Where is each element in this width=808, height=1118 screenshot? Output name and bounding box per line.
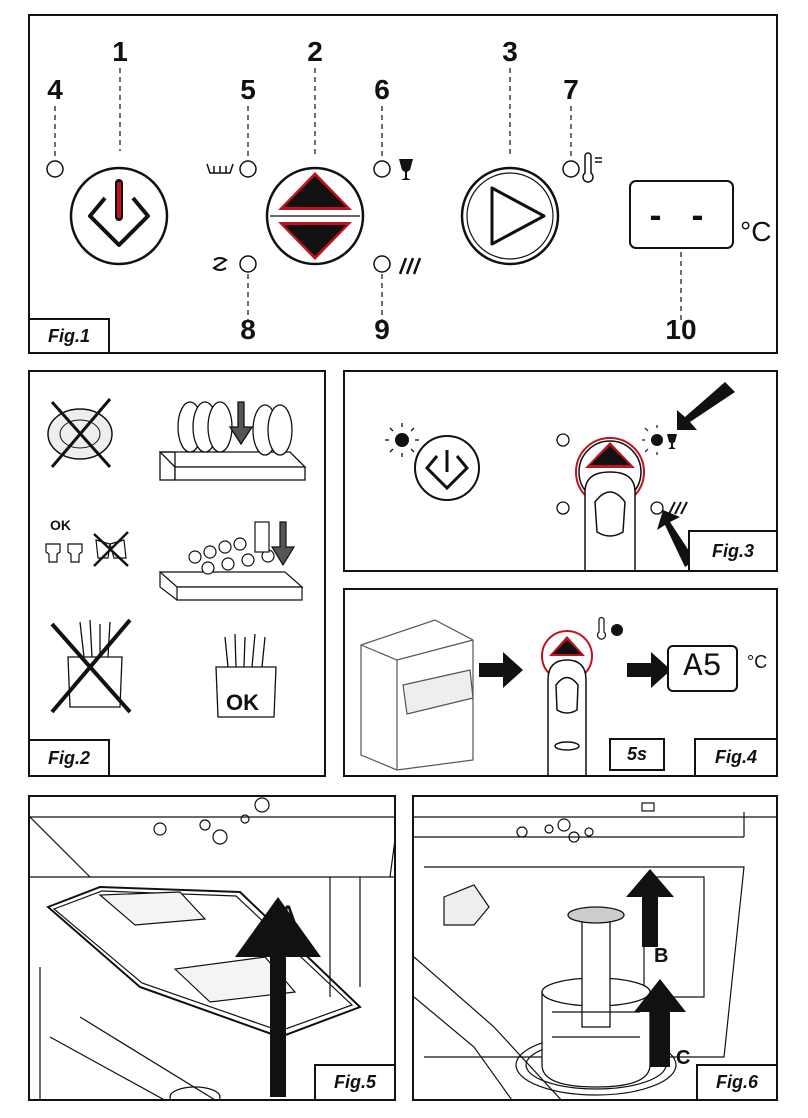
led-8 bbox=[239, 255, 257, 273]
callout-4: 4 bbox=[47, 74, 63, 105]
power-button-small bbox=[414, 435, 480, 501]
ok-glasses-label: OK bbox=[50, 517, 71, 533]
cycle-icon bbox=[212, 257, 228, 271]
arrow-c bbox=[634, 979, 686, 1067]
lit-led-glass-icon bbox=[642, 425, 677, 455]
fig3-drawing bbox=[385, 382, 735, 570]
fig5-remove-filter: A Fig.5 bbox=[28, 795, 396, 1101]
fig4-drawing bbox=[360, 616, 738, 775]
duration-tag: 5s bbox=[609, 738, 665, 771]
arrow-bottom bbox=[657, 510, 695, 567]
led-9 bbox=[373, 255, 391, 273]
display-readout: - - bbox=[649, 194, 714, 235]
dishwasher-icon bbox=[360, 619, 474, 771]
callout-5: 5 bbox=[240, 74, 256, 105]
lit-led-icon bbox=[385, 423, 419, 457]
heat-waves-icon bbox=[398, 257, 422, 275]
heat-waves-icon bbox=[668, 501, 688, 515]
crossed-cutlery-icon bbox=[50, 618, 132, 714]
crossed-plate-icon bbox=[47, 398, 113, 468]
fig4-tag: Fig.4 bbox=[694, 738, 776, 775]
ok-cutlery-icon bbox=[215, 633, 277, 718]
callout-8: 8 bbox=[240, 314, 256, 345]
start-button[interactable] bbox=[460, 166, 560, 266]
power-button[interactable] bbox=[69, 166, 169, 266]
fig2-loading-rules: OK OK Fig.2 bbox=[28, 370, 326, 777]
led-4 bbox=[46, 160, 64, 178]
rack-icon bbox=[206, 163, 234, 174]
fig5-tag: Fig.5 bbox=[314, 1064, 394, 1099]
up-down-button[interactable] bbox=[265, 166, 365, 266]
arrow-c-label: C bbox=[676, 1047, 691, 1069]
fig6-drawing bbox=[414, 802, 776, 1099]
callout-6: 6 bbox=[374, 74, 390, 105]
overflow-pipe-icon bbox=[541, 906, 651, 1088]
unit-label-small: °C bbox=[747, 652, 768, 672]
fig4-temperature-check: A5 °C 5s Fig.4 bbox=[343, 588, 778, 777]
glass-icon bbox=[399, 159, 413, 180]
thermometer-icon bbox=[582, 152, 602, 183]
plate-rack-icon bbox=[158, 401, 307, 481]
thermometer-led-icon bbox=[596, 616, 623, 640]
fig3-tag: Fig.3 bbox=[688, 530, 776, 570]
fig5-drawing bbox=[30, 797, 394, 1099]
temperature-display-small bbox=[667, 645, 738, 692]
arrow-1 bbox=[479, 652, 523, 688]
arrow-top bbox=[677, 382, 735, 430]
callout-10: 10 bbox=[665, 314, 697, 345]
fig2-tag: Fig.2 bbox=[30, 739, 110, 775]
callout-2: 2 bbox=[307, 36, 323, 67]
led-7 bbox=[562, 160, 580, 178]
callout-3: 3 bbox=[502, 36, 518, 67]
arrow-b bbox=[626, 869, 674, 947]
fig1-drawing bbox=[46, 68, 734, 321]
finger-icon bbox=[547, 659, 587, 775]
led-6 bbox=[373, 160, 391, 178]
led-5 bbox=[239, 160, 257, 178]
glass-rack-icon bbox=[158, 521, 304, 601]
fig3-select-program: Fig.3 bbox=[343, 370, 778, 572]
fig6-remove-overflow: B C Fig.6 bbox=[412, 795, 778, 1101]
finger-icon bbox=[584, 471, 636, 570]
unit-label: °C bbox=[740, 216, 772, 247]
arrow-a bbox=[235, 897, 321, 1097]
arrow-2 bbox=[627, 652, 671, 688]
arrow-a-label: A bbox=[280, 901, 296, 926]
fig2-drawing bbox=[45, 398, 307, 718]
callout-1: 1 bbox=[112, 36, 128, 67]
fig1-tag: Fig.1 bbox=[30, 318, 110, 352]
glasses-icon bbox=[45, 531, 129, 567]
display-readout-small: A5 bbox=[683, 648, 722, 685]
fig1-control-panel: 1 2 3 4 5 6 7 8 9 10 - - °C Fig.1 bbox=[28, 14, 778, 354]
callout-9: 9 bbox=[374, 314, 390, 345]
arrow-b-label: B bbox=[654, 945, 669, 967]
temperature-display bbox=[629, 180, 734, 249]
fig6-tag: Fig.6 bbox=[696, 1064, 776, 1099]
callout-7: 7 bbox=[563, 74, 579, 105]
ok-cutlery-label: OK bbox=[226, 690, 259, 715]
